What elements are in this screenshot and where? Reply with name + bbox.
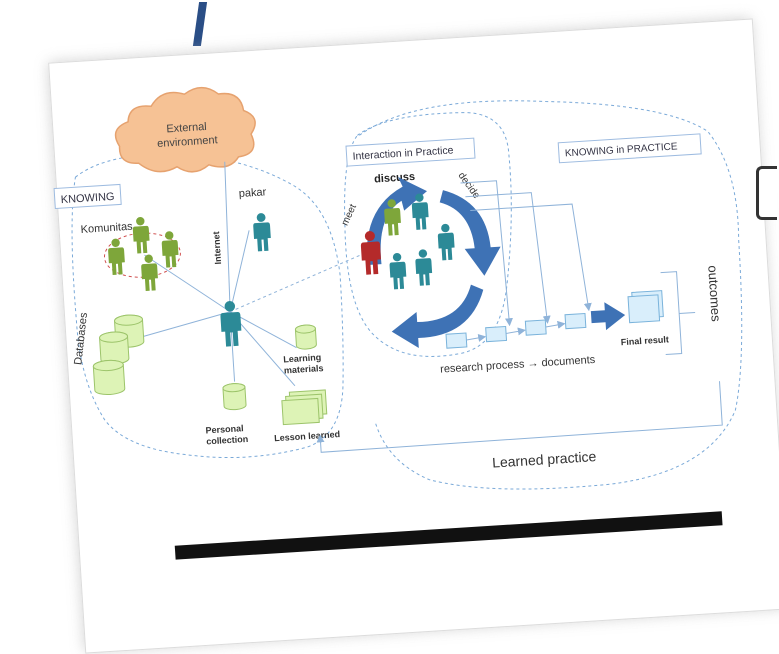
- person-icon: [132, 216, 151, 254]
- decide-connectors: [460, 180, 592, 327]
- document-icon: [524, 319, 547, 336]
- person-icon: [437, 223, 456, 261]
- learning-materials-icon: [294, 324, 317, 350]
- internet-label: Internet: [211, 231, 223, 265]
- knowing-tag: KNOWING: [53, 183, 122, 210]
- person-icon: [414, 248, 433, 286]
- personal-collection-icon: [222, 383, 247, 411]
- person-icon: [388, 252, 408, 290]
- cloud-label-line1: External: [166, 121, 207, 136]
- person-icon: [140, 254, 159, 292]
- outcomes-bracket: [660, 271, 683, 355]
- outcomes-connector: [679, 312, 696, 315]
- document-icon: [485, 325, 508, 343]
- person-icon: [107, 238, 126, 276]
- interaction-tag: Interaction in Practice: [345, 137, 476, 167]
- research-process-label: research process → documents: [440, 354, 596, 376]
- lesson-learned-label: Lesson learned: [274, 429, 341, 443]
- pakar-label: pakar: [238, 186, 267, 200]
- learning-materials-label-line2: materials: [284, 363, 324, 375]
- process-arrow-icon: [590, 302, 626, 331]
- knowing-in-practice-region: [359, 100, 743, 490]
- knowing-in-practice-tag: KNOWING in PRACTICE: [557, 133, 702, 164]
- pakar: pakar: [238, 186, 272, 252]
- outcomes-label: outcomes: [705, 265, 724, 323]
- bracket-icon: [756, 166, 777, 220]
- final-result-label: Final result: [621, 334, 670, 347]
- expert-person-icon: [252, 212, 272, 252]
- cycle-arrows-icon: [366, 176, 501, 348]
- meet-label: meet: [340, 202, 359, 227]
- komunitas-label: Komunitas: [80, 221, 133, 236]
- databases-icon: [92, 314, 145, 396]
- document-icon: [445, 332, 468, 349]
- photo-frame: External environment KNOWING: [48, 2, 779, 654]
- knowing-label: KNOWING: [60, 191, 114, 206]
- komunitas-group: Komunitas: [80, 216, 181, 292]
- document-icon: [564, 312, 587, 330]
- personal-collection-label-line2: collection: [206, 434, 249, 447]
- personal-collection-label-line1: Personal: [205, 423, 244, 435]
- lesson-learned-icon: [281, 389, 328, 426]
- learned-practice-label: Learned practice: [492, 448, 597, 471]
- cloud-icon: External environment: [114, 86, 256, 173]
- final-result-icon: [627, 294, 661, 324]
- feedback-loop: [316, 381, 723, 453]
- research-process-chain: [445, 290, 664, 349]
- databases-label: Databases: [72, 311, 90, 365]
- learning-materials-label-line1: Learning: [283, 352, 322, 364]
- person-icon: [161, 230, 180, 268]
- diagram-svg: External environment KNOWING: [53, 86, 743, 560]
- cloud-label-line2: environment: [157, 134, 218, 150]
- knowing-region: [71, 153, 344, 459]
- black-bar: [174, 511, 723, 560]
- slide-content: External environment KNOWING: [53, 86, 743, 560]
